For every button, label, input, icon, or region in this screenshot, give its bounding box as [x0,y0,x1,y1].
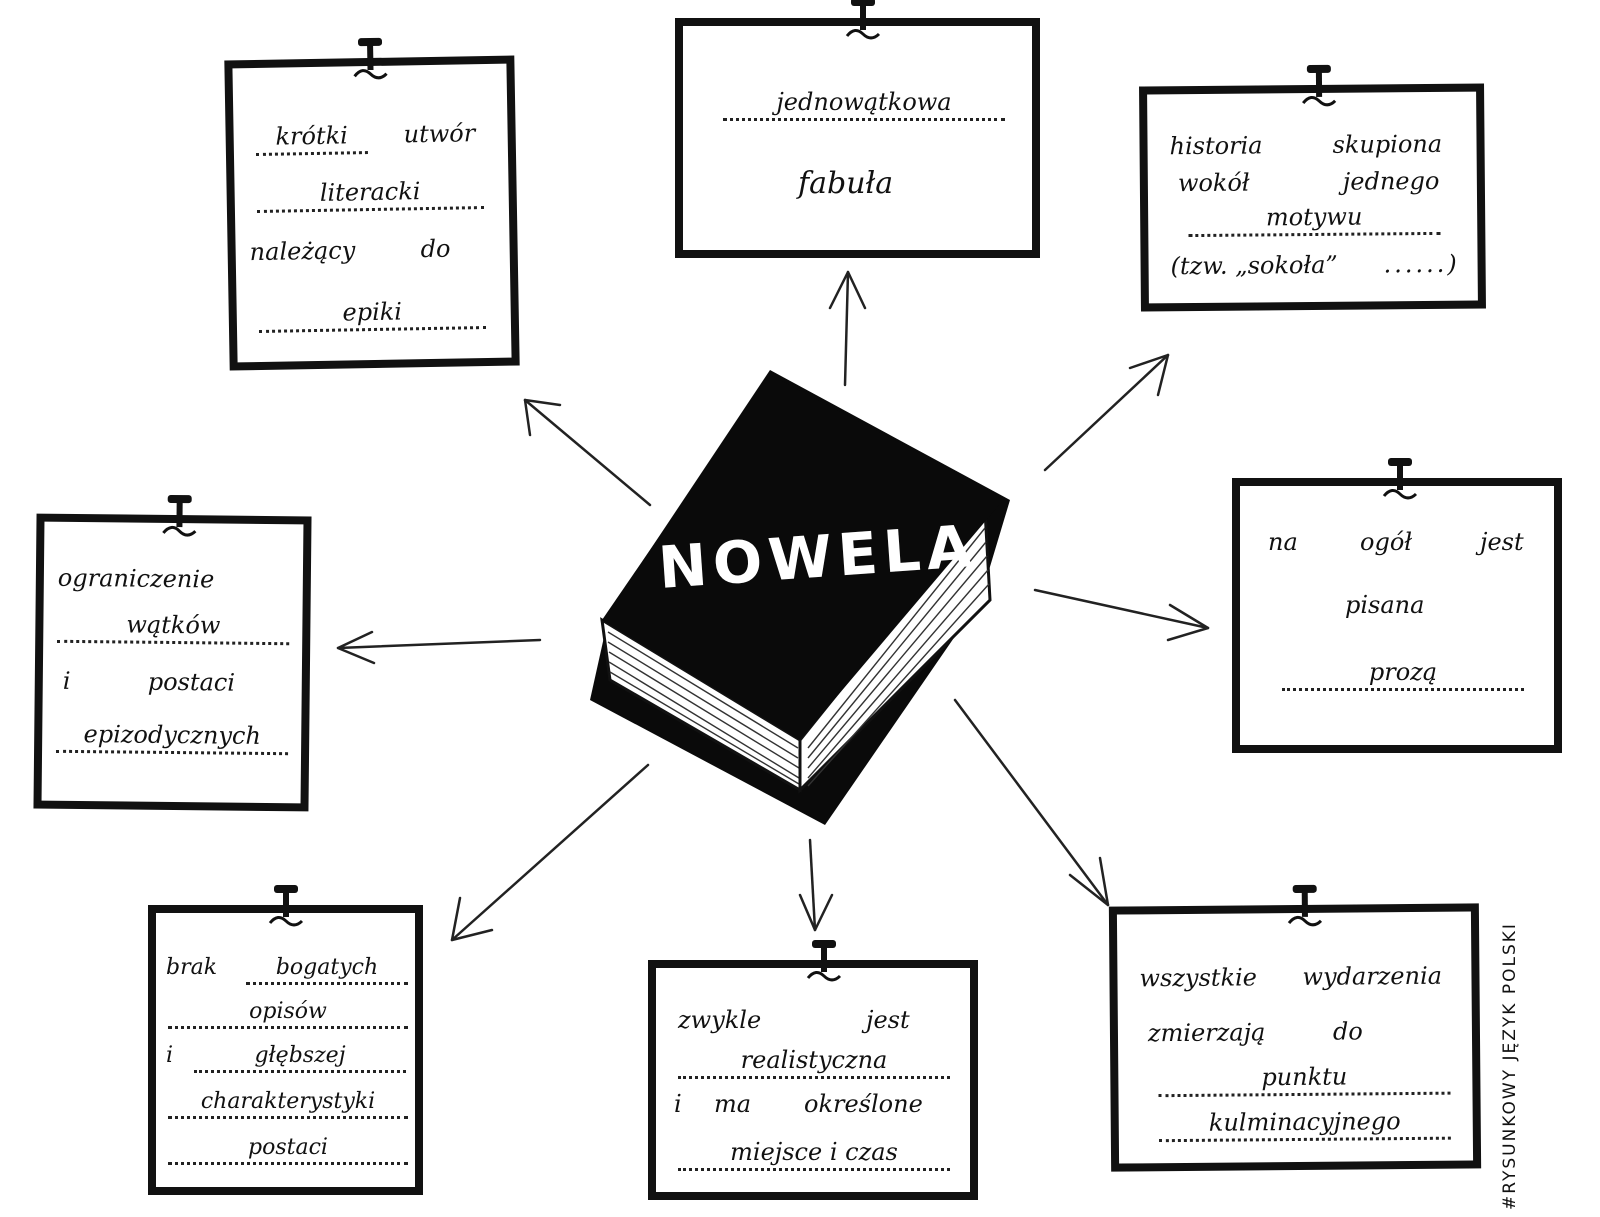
card-text: opisów [168,999,408,1029]
arrow-bottom-left [450,763,650,942]
card-text-dots: ......) [1383,249,1460,279]
pin-icon [353,37,388,80]
card-text: i [674,1090,682,1118]
arrow-left [336,630,542,665]
card-climax: wszystkie wydarzenia zmierzają do punktu… [1108,884,1482,1172]
arrow-top-center [828,270,867,387]
card-text: i [62,666,71,695]
card-text: (tzw. „sokoła” [1170,250,1338,281]
card-text: bogatych [246,955,408,985]
card-text: punktu [1158,1061,1451,1098]
pin-icon [162,494,197,537]
card-central-motif: historia skupiona wokół jednego motywu (… [1139,64,1486,312]
card-text: wokół [1177,168,1250,198]
card-realistic: zwykle jest realistyczna i ma określone … [648,940,978,1200]
card-text: jednego [1342,166,1440,196]
pin-icon [806,940,842,982]
card-text: wątków [57,609,290,646]
card-text: postaci [168,1135,408,1165]
arrow-bottom-right [953,698,1110,907]
card-no-rich-descriptions: brak bogatych opisów i głębszej charakte… [148,885,423,1195]
card-text: określone [804,1090,923,1118]
card-text: wydarzenia [1302,961,1443,991]
card-text: i [166,1043,174,1068]
card-text: epiki [258,296,487,333]
card-text: jednowątkowa [723,88,1005,121]
card-text: motywu [1188,201,1441,238]
card-text: jest [866,1006,910,1034]
arrow-top-right [1043,353,1170,472]
card-text: ograniczenie [57,563,215,594]
card-text: prozą [1282,658,1524,691]
card-text: zwykle [678,1006,762,1034]
card-text: zmierzają [1147,1018,1266,1048]
pin-icon [268,885,304,927]
arrow-right [1033,588,1210,642]
card-text: brak [166,955,218,980]
card-text: literacki [256,176,484,214]
card-text: głębszej [194,1043,406,1073]
card-text: ogół [1360,528,1413,556]
card-text: miejsce i czas [678,1138,950,1171]
pin-icon [1287,884,1323,927]
card-prose: na ogół jest pisana prozą [1232,458,1562,753]
card-text: ma [714,1090,752,1118]
pin-icon [1382,458,1418,500]
card-text: realistyczna [678,1046,950,1079]
card-text: do [420,234,451,264]
arrow-bottom-center [798,838,834,932]
card-text: krótki [255,121,368,157]
card-text: charakterystyki [168,1089,408,1119]
card-text: wszystkie [1139,963,1258,993]
card-text: pisana [1345,591,1425,619]
pin-icon [1301,64,1337,107]
card-text: historia [1169,131,1263,161]
card-text: epizodycznych [56,719,289,756]
card-single-plot: jednowątkowa fabuła [675,0,1040,258]
book-illustration: NOWELA [590,370,1010,825]
card-text: kulminacyjnego [1158,1106,1451,1143]
card-limited-plotlines: ograniczenie wątków i postaci epizodyczn… [33,494,312,812]
card-text: skupiona [1332,129,1443,159]
card-text: jest [1480,528,1524,556]
arrow-top-left [523,398,652,507]
card-short-literary-work: krótki utwór literacki należący do epiki [224,37,520,371]
card-text: postaci [147,667,236,697]
card-text: utwór [403,119,476,149]
card-text: na [1268,528,1298,556]
card-text: do [1332,1017,1363,1046]
card-text: należący [249,236,356,267]
card-text: fabuła [798,166,894,201]
author-credit: #RYSUNKOWY JĘZYK POLSKI [1500,922,1520,1210]
pin-icon [845,0,881,40]
